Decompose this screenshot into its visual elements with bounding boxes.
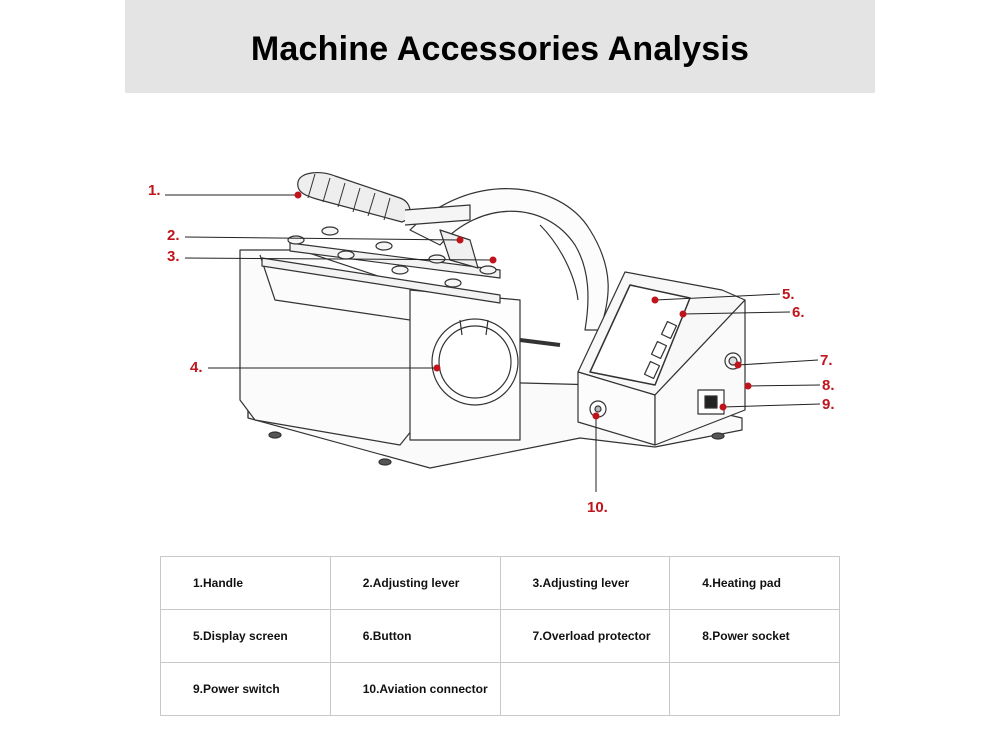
table-cell: 9.Power switch — [160, 662, 331, 716]
knob — [375, 241, 393, 251]
knob — [337, 250, 355, 260]
callout-8: 8. — [822, 377, 835, 394]
table-cell: 2.Adjusting lever — [329, 556, 501, 610]
callout-1: 1. — [148, 182, 161, 199]
knob — [287, 235, 305, 245]
knob — [321, 226, 339, 236]
marker-dot — [456, 236, 464, 244]
callout-9: 9. — [822, 396, 835, 413]
leader-line-7 — [737, 359, 819, 366]
marker-dot — [679, 310, 687, 318]
leader-line-9 — [722, 403, 821, 408]
leader-line-8 — [747, 384, 821, 387]
handle-grip — [297, 172, 411, 223]
leader-line-3 — [184, 257, 494, 261]
title-band: Machine Accessories Analysis — [125, 0, 875, 93]
marker-dot — [744, 382, 752, 390]
table-cell: 7.Overload protector — [499, 609, 671, 663]
button — [643, 360, 661, 380]
button — [650, 340, 668, 360]
leader-line-6 — [682, 311, 791, 315]
table-cell: 6.Button — [329, 609, 501, 663]
marker-dot — [651, 296, 659, 304]
button — [660, 320, 678, 340]
callout-3: 3. — [167, 248, 180, 265]
marker-dot — [433, 364, 441, 372]
callout-4: 4. — [190, 359, 203, 376]
machine-diagram: 1. 2. 3. 4. 5. 6. 7. 8. 9. 10. — [148, 172, 835, 516]
marker-dot — [592, 412, 600, 420]
callout-10: 10. — [587, 499, 608, 516]
power-switch — [697, 389, 725, 415]
marker-dot — [719, 403, 727, 411]
knob — [479, 265, 497, 275]
marker-dot — [734, 361, 742, 369]
callout-7: 7. — [820, 352, 833, 369]
leader-line-5 — [654, 293, 781, 301]
leader-line-2 — [184, 236, 461, 241]
knob — [391, 265, 409, 275]
knob — [428, 254, 446, 264]
table-cell — [669, 662, 840, 716]
table-row: 1.Handle 2.Adjusting lever 3.Adjusting l… — [160, 556, 840, 610]
foot — [378, 458, 392, 466]
accessories-table: 1.Handle 2.Adjusting lever 3.Adjusting l… — [160, 556, 840, 716]
callout-5: 5. — [782, 286, 795, 303]
table-row: 5.Display screen 6.Button 7.Overload pro… — [160, 609, 840, 663]
table-cell: 4.Heating pad — [669, 556, 840, 610]
table-cell: 3.Adjusting lever — [499, 556, 671, 610]
table-cell: 10.Aviation connector — [329, 662, 501, 716]
foot — [711, 432, 725, 440]
table-cell — [499, 662, 671, 716]
marker-dot — [294, 191, 302, 199]
table-cell: 1.Handle — [160, 556, 331, 610]
callout-6: 6. — [792, 304, 805, 321]
table-cell: 5.Display screen — [160, 609, 331, 663]
table-row: 9.Power switch 10.Aviation connector — [160, 662, 840, 716]
adjusting-bar-3 — [261, 257, 501, 304]
foot — [268, 431, 282, 439]
heating-ring — [431, 318, 519, 406]
page-title: Machine Accessories Analysis — [250, 30, 750, 68]
knob — [444, 278, 462, 288]
table-cell: 8.Power socket — [669, 609, 840, 663]
callout-2: 2. — [167, 227, 180, 244]
marker-dot — [489, 256, 497, 264]
